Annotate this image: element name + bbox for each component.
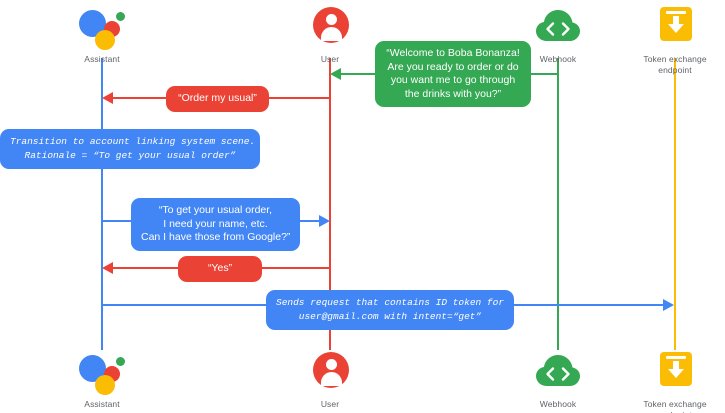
cloud-code-icon [532,4,584,50]
note-line: Transition to account linking system sce… [10,136,256,147]
download-box-icon [649,349,701,395]
arrow-head-welcome [330,68,341,80]
actor-assistant-top: Assistant [47,4,157,65]
bubble-line: “Welcome to Boba Bonanza! [386,47,520,59]
actor-token-endpoint-bottom: Token exchange endpoint [620,349,725,413]
actor-label-user-top: User [320,54,340,64]
lifeline-token-exchange-endpoint [674,58,676,350]
actor-assistant-bottom: Assistant [47,349,157,410]
arrow-head-sends-request [663,299,674,311]
arrow-head-order-my-usual [102,92,113,104]
actor-label-webhook-bottom: Webhook [539,399,577,409]
user-avatar-icon [304,4,356,50]
bubble-line: I need your name, etc. [163,217,268,230]
bubble-line: you want me to go through [390,74,516,86]
actor-label-token-endpoint-bottom: Token exchange endpoint [620,399,725,413]
message-bubble-request-name: “To get your usual order, I need your na… [131,198,300,251]
token-label-line1: Token exchange [643,54,707,64]
bubble-line: “Yes” [207,262,233,274]
lifeline-user [329,58,331,350]
bubble-line: the drinks with you?” [404,87,502,100]
actor-label-assistant-top: Assistant [84,54,120,64]
user-avatar-icon [304,349,356,395]
google-assistant-logo-icon [76,4,128,50]
bubble-line: Are you ready to order or do [387,60,519,73]
token-label-line2: endpoint [658,65,692,75]
actor-label-user-bottom: User [320,399,340,409]
cloud-code-icon [532,349,584,395]
bubble-line: “Order my usual” [178,92,257,104]
note-line: Rationale = “To get your usual order” [24,150,236,161]
actor-label-token-endpoint-top: Token exchange endpoint [620,54,725,76]
bubble-line: Can I have those from Google?” [141,231,291,243]
note-line: Sends request that contains ID token for [276,297,505,308]
actor-user-top: User [275,4,385,65]
note-line: user@gmail.com with intent=“get” [298,311,482,322]
note-transition-account-linking: Transition to account linking system sce… [0,129,260,169]
note-sends-request-id-token: Sends request that contains ID token for… [266,290,514,330]
lifeline-webhook [557,58,559,350]
token-label-line1: Token exchange [643,399,707,409]
download-box-icon [649,4,701,50]
arrow-head-yes [102,262,113,274]
actor-user-bottom: User [275,349,385,410]
actor-label-webhook-top: Webhook [539,54,577,64]
message-bubble-yes: “Yes” [178,256,262,282]
message-bubble-order-my-usual: “Order my usual” [166,86,269,112]
google-assistant-logo-icon [76,349,128,395]
token-label-line2: endpoint [658,410,691,413]
actor-token-endpoint-top: Token exchange endpoint [620,4,725,76]
lifeline-assistant [101,58,103,350]
actor-webhook-top: Webhook [503,4,613,65]
actor-label-assistant-bottom: Assistant [84,399,120,409]
message-bubble-welcome: “Welcome to Boba Bonanza! Are you ready … [375,41,531,107]
bubble-line: “To get your usual order, [158,204,273,216]
actor-webhook-bottom: Webhook [503,349,613,410]
arrow-head-request-name [319,215,330,227]
